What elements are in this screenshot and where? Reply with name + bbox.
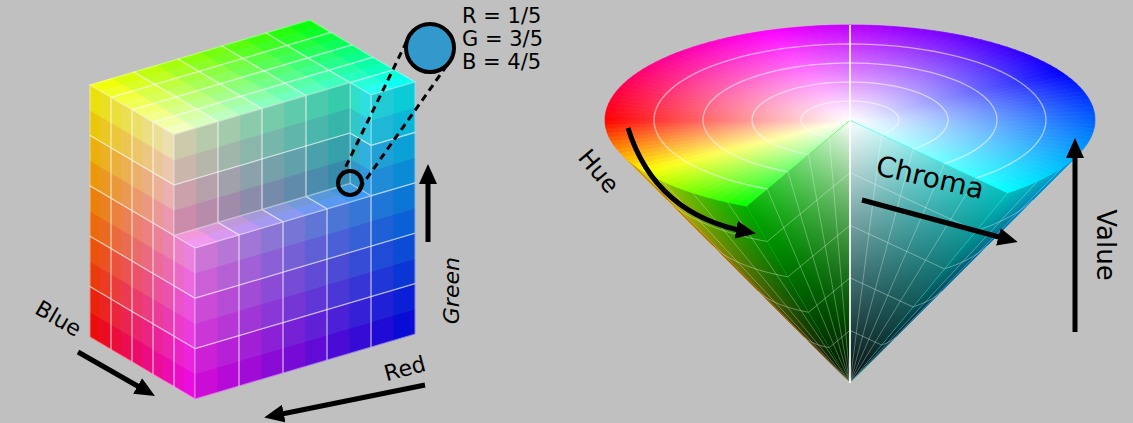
cone-grid: [788, 225, 850, 277]
cube-grid: [90, 236, 111, 299]
cone-grid: [850, 178, 976, 383]
component-value: B = 4/5: [462, 50, 541, 74]
cube-cell: [306, 89, 328, 121]
cube-grid: [111, 198, 132, 261]
axis-label: Red: [381, 351, 428, 386]
cube-grid: [153, 324, 174, 387]
cube-cell: [174, 128, 196, 160]
axis-arrow: [426, 172, 431, 242]
cube-grid: [111, 148, 132, 211]
cone-grid: [788, 172, 850, 383]
axis-label: Blue: [30, 295, 85, 341]
hue-arrow: [628, 128, 748, 232]
cube-grid: [262, 146, 306, 209]
cube-grid: [371, 284, 415, 347]
value-arrow: [1073, 146, 1078, 332]
cone-axis: [849, 25, 851, 383]
label-text: B = 4/5: [462, 50, 541, 74]
chroma-arrow: [862, 200, 1010, 240]
cube-grid: [132, 110, 153, 173]
cube-grid: [283, 310, 327, 373]
cube-grid: [174, 286, 195, 349]
cube-cell: [262, 102, 284, 134]
sample-swatch: [406, 24, 454, 72]
cube-grid: [327, 246, 371, 309]
cube-grid: [195, 336, 239, 399]
cube-grid: [111, 249, 132, 312]
cube-grid: [153, 122, 174, 185]
cone-grid: [767, 173, 850, 242]
label-text: Value: [1090, 209, 1120, 280]
label-text: G = 3/5: [462, 27, 543, 51]
axis-label: Hue: [572, 145, 624, 200]
cone-grid: [767, 189, 850, 383]
cube-grid: [90, 85, 111, 148]
cube-grid: [239, 272, 283, 335]
axis-arrow: [272, 385, 425, 416]
sample-marker: [338, 171, 362, 195]
axis-label: Green: [438, 257, 463, 324]
cube-cell: [240, 109, 262, 141]
cube-grid: [153, 273, 174, 336]
dashed-leader: [360, 60, 451, 188]
cube-grid: [371, 183, 415, 246]
cube-grid: [306, 133, 350, 196]
cube-cell: [328, 83, 350, 115]
cube-grid: [132, 211, 153, 274]
cone-grid: [850, 164, 944, 383]
label-text: Blue: [31, 295, 86, 341]
cube-grid: [218, 109, 262, 172]
cube-grid: [350, 83, 371, 146]
label-text: R = 1/5: [462, 4, 541, 28]
cube-grid: [111, 299, 132, 362]
cube-cell: [196, 122, 218, 154]
cone-grid: [809, 278, 850, 312]
cube-grid: [174, 336, 195, 399]
axis-arrow: [78, 352, 148, 392]
cube-grid: [195, 285, 239, 348]
cube-grid: [132, 261, 153, 324]
cube-grid: [239, 323, 283, 386]
cone-grid: [809, 154, 850, 383]
cube-grid: [90, 287, 111, 350]
cube-grid: [371, 82, 415, 145]
axis-label: Value: [1089, 209, 1119, 280]
label-text: Hue: [572, 144, 624, 199]
dashed-leader: [341, 36, 410, 178]
cube-grid: [218, 159, 262, 222]
cube-grid: [262, 96, 306, 159]
cube-grid: [371, 233, 415, 296]
cube-cell: [393, 82, 415, 114]
cube-grid: [153, 173, 174, 236]
cone-grid: [850, 225, 944, 269]
cube-cell: [218, 115, 240, 147]
hsv-cone: [605, 25, 1095, 383]
cube-grid: [327, 297, 371, 360]
cube-grid: [132, 311, 153, 374]
cube-grid: [174, 122, 218, 185]
cube-grid: [111, 97, 132, 160]
cube-grid: [174, 172, 218, 235]
rgb-cube: [90, 20, 415, 399]
component-value: G = 3/5: [462, 27, 543, 51]
label-text: Green: [438, 257, 463, 324]
cube-grid: [306, 83, 350, 146]
cube-grid: [153, 223, 174, 286]
cube-grid: [90, 186, 111, 249]
component-value: R = 1/5: [462, 4, 541, 28]
label-text: Red: [381, 351, 428, 386]
cube-cell: [284, 96, 306, 128]
cone-grid: [850, 278, 913, 307]
cube-cell: [371, 89, 393, 121]
cube-grid: [90, 135, 111, 198]
cube-grid: [132, 160, 153, 223]
cube-grid: [283, 259, 327, 322]
